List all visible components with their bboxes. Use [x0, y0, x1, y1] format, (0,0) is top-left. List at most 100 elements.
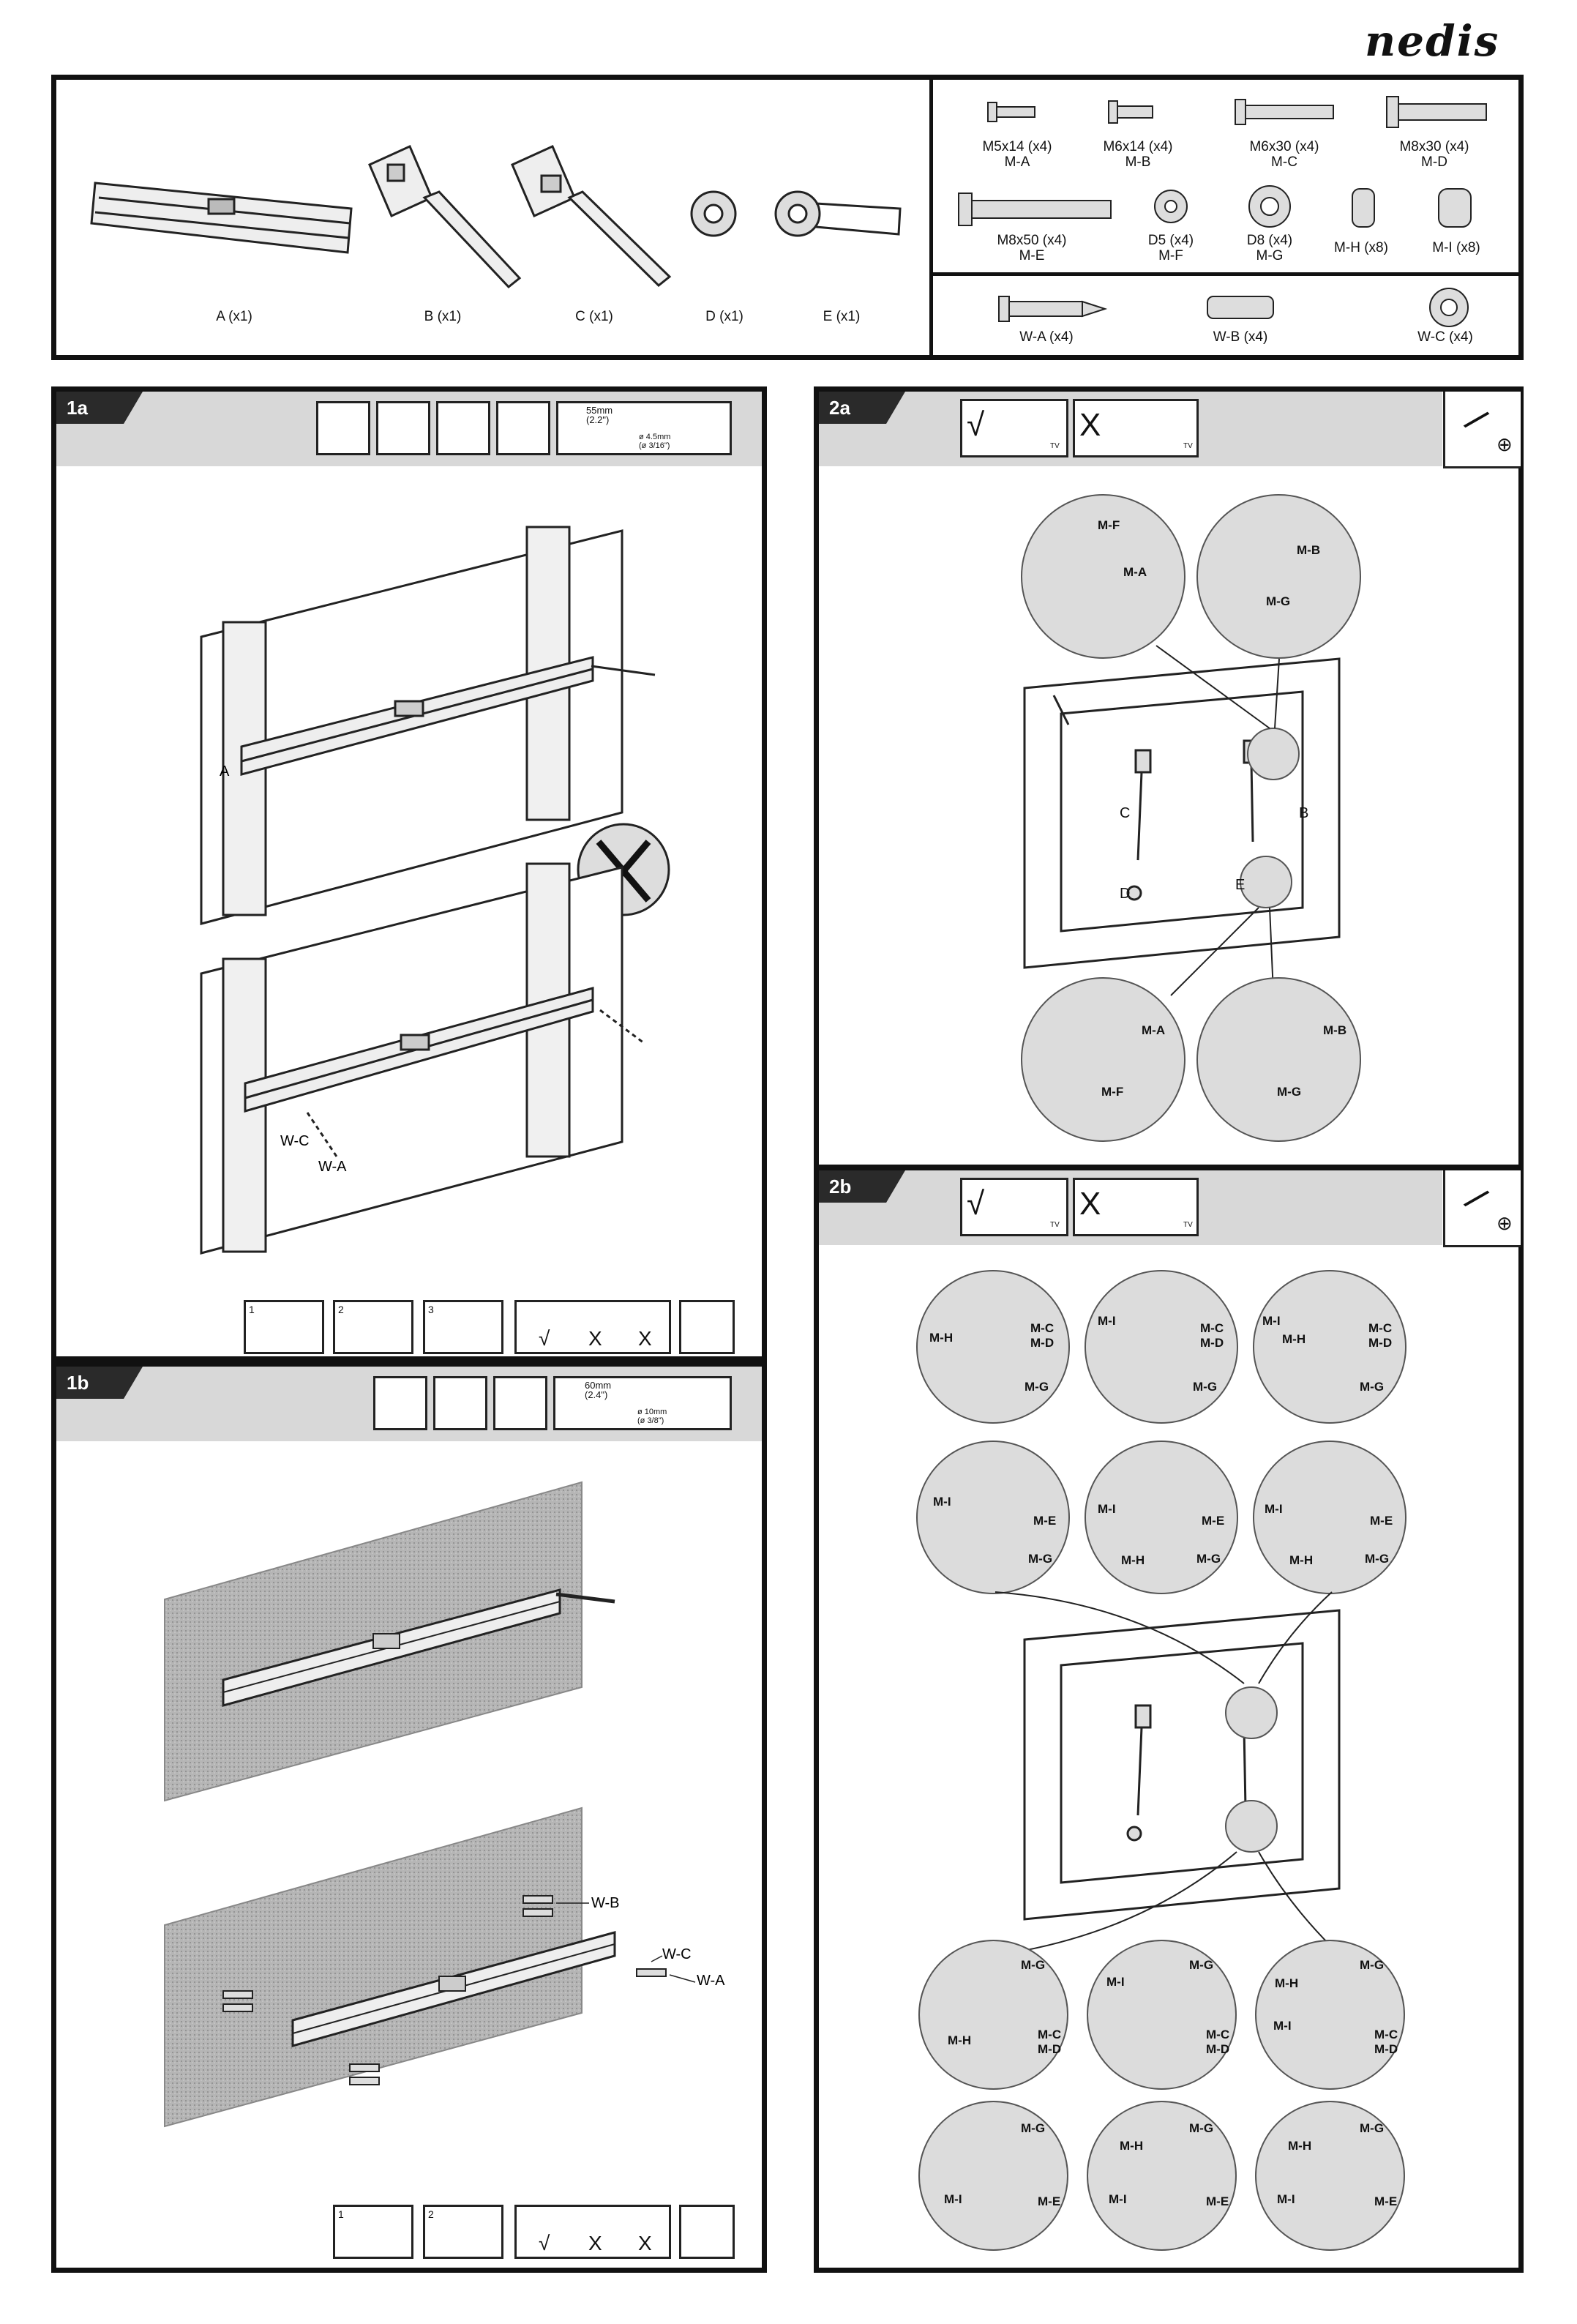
r2c2-me: M-E: [1202, 1514, 1225, 1528]
label-wa-1b: W-A: [697, 1973, 725, 1989]
label-wc-1b: W-C: [662, 1946, 692, 1962]
step-2a-tool-box: [1443, 392, 1521, 468]
r3c3-md: M-D: [1374, 2042, 1398, 2056]
measure-1a: 55mm: [586, 405, 613, 416]
step-2b-tool-box: [1443, 1170, 1521, 1247]
component-c-drawing: [511, 145, 672, 288]
r2c1-mg: M-G: [1028, 1552, 1053, 1566]
wall-wb-label: W-B (x4): [1213, 329, 1268, 345]
r1c2-mc: M-C: [1200, 1321, 1224, 1335]
label-wb-1b: W-B: [591, 1895, 620, 1911]
r2c2-mh: M-H: [1121, 1553, 1145, 1567]
phillips-icon-2b: ⊕: [1497, 1212, 1513, 1234]
tv-2a-bad: TV: [1183, 442, 1193, 450]
screw-mc-label: M6x30 (x4)M-C: [1249, 139, 1319, 170]
drill-icon-1b: [493, 1376, 547, 1430]
stud-finder-icon: [376, 401, 430, 455]
callout-ma-mf-lower: [1021, 977, 1185, 1142]
label-mg-2a-lower: M-G: [1277, 1085, 1302, 1099]
level-check-1a: √ X X: [514, 1300, 671, 1354]
label-b-2a: B: [1299, 805, 1309, 821]
wall-wc-label: W-C (x4): [1417, 329, 1473, 345]
callout-2b-r3c1: [918, 1940, 1068, 2090]
level-1a-bad1: X: [588, 1327, 602, 1350]
callout-2b-r4c1: [918, 2101, 1068, 2251]
callout-2b-r3c3: [1255, 1940, 1405, 2090]
r4c1-mg: M-G: [1021, 2121, 1046, 2135]
label-ma-2a-lower: M-A: [1142, 1023, 1166, 1037]
tv-2b-bad: TV: [1183, 1221, 1193, 1229]
component-d-label: D (x1): [705, 309, 743, 324]
washer-mg-label: D8 (x4)M-G: [1246, 233, 1293, 264]
callout-mb-mg-lower: [1196, 977, 1361, 1142]
r2c1-mi: M-I: [933, 1495, 951, 1509]
r3c3-mh: M-H: [1275, 1976, 1299, 1990]
check-2b: √: [967, 1186, 985, 1222]
pencil-icon: [436, 401, 490, 455]
step-1a-substep-1: 1: [244, 1300, 324, 1354]
screw-mb-label: M6x14 (x4)M-B: [1103, 139, 1173, 170]
screwdriver-drill-icon-1b: [679, 2205, 735, 2259]
r1c2-md: M-D: [1200, 1336, 1224, 1350]
r2c2-mg: M-G: [1196, 1552, 1221, 1566]
screw-ma-label: M5x14 (x4)M-A: [982, 139, 1052, 170]
callout-2b-r2c1: [916, 1441, 1070, 1594]
label-wc-1a: W-C: [280, 1133, 310, 1149]
label-ma-2a: M-A: [1123, 565, 1147, 579]
r4c2-mh: M-H: [1120, 2139, 1144, 2153]
r2c3-me: M-E: [1370, 1514, 1393, 1528]
measure-1b: 60mm: [585, 1380, 612, 1391]
correct-mounting-2b: √ TV: [960, 1178, 1068, 1236]
measure-1a-in: (2.2"): [586, 414, 610, 425]
substep-1a-1-num: 1: [249, 1304, 255, 1315]
r1c2-mg: M-G: [1193, 1380, 1218, 1394]
tv-2b-ok: TV: [1050, 1221, 1060, 1229]
r3c2-mc: M-C: [1206, 2028, 1230, 2041]
parts-divider: [929, 75, 933, 360]
incorrect-mounting-2b: X TV: [1073, 1178, 1199, 1236]
label-c-2a: C: [1120, 805, 1131, 821]
drill-depth-icon: 55mm (2.2") ø 4.5mm (ø 3/16"): [556, 401, 732, 455]
r2c3-mi: M-I: [1265, 1502, 1283, 1516]
component-b-drawing: [368, 145, 522, 289]
r1c3-mc: M-C: [1368, 1321, 1393, 1335]
label-wa-1a: W-A: [318, 1159, 347, 1175]
r3c1-md: M-D: [1038, 2042, 1062, 2056]
r3c3-mg: M-G: [1360, 1958, 1385, 1972]
level-1a-ok: √: [539, 1327, 550, 1350]
label-mf-2a-lower: M-F: [1101, 1085, 1124, 1099]
label-mb-2a-lower: M-B: [1323, 1023, 1347, 1037]
substep-1a-2-num: 2: [338, 1304, 344, 1315]
callout-2b-r3c2: [1087, 1940, 1237, 2090]
step-1a-substep-3: 3: [423, 1300, 503, 1354]
level-1b-bad1: X: [588, 2232, 602, 2254]
drill-1a-in: (ø 3/16"): [639, 441, 670, 450]
r1c1-mg: M-G: [1025, 1380, 1049, 1394]
r4c3-mh: M-H: [1288, 2139, 1312, 2153]
r4c2-mi: M-I: [1109, 2192, 1127, 2206]
level-check-1b: √ X X: [514, 2205, 671, 2259]
drill-1a: ø 4.5mm: [639, 433, 671, 441]
r2c3-mg: M-G: [1365, 1552, 1390, 1566]
check-2a: √: [967, 407, 985, 443]
brand-logo: nedis: [1365, 16, 1500, 66]
component-a-label: A (x1): [216, 309, 252, 324]
r1c1-mc: M-C: [1030, 1321, 1055, 1335]
r1c3-mh: M-H: [1282, 1332, 1306, 1346]
parts-divider-h: [929, 272, 1524, 276]
r1c1-md: M-D: [1030, 1336, 1055, 1350]
screw-md-label: M8x30 (x4)M-D: [1399, 139, 1469, 170]
level-1a-bad2: X: [638, 1327, 652, 1350]
drill-icon: [496, 401, 550, 455]
step-1a-substep-2: 2: [333, 1300, 413, 1354]
component-b-label: B (x1): [424, 309, 462, 324]
component-c-label: C (x1): [575, 309, 613, 324]
label-a: A: [220, 763, 230, 780]
correct-mounting-2a: √ TV: [960, 399, 1068, 457]
substep-1a-3-num: 3: [428, 1304, 434, 1315]
wall-wa-label: W-A (x4): [1019, 329, 1074, 345]
